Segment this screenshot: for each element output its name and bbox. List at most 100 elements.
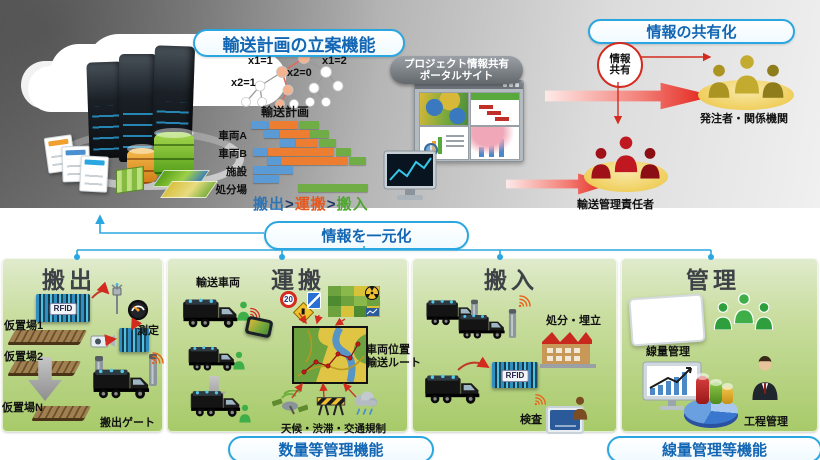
gantt-bar <box>268 148 334 156</box>
portal-map-tile <box>419 92 469 126</box>
tree-label-x2-1: x2=1 <box>231 77 256 89</box>
unify-label: 情報を一元化 <box>321 228 412 245</box>
dose-label: 線量管理 <box>646 346 690 358</box>
tablet-icon <box>628 293 706 347</box>
rain-cloud-icon <box>352 391 379 417</box>
portal-title-pill: プロジェクト情報共有 ポータルサイト <box>390 56 523 84</box>
rfid-container-icon: RFID <box>36 294 90 322</box>
dose-function-pill: 線量管理等機能 <box>607 436 820 460</box>
dose-function-label: 線量管理等機能 <box>661 442 767 459</box>
gate-icon <box>508 307 517 340</box>
gantt-row <box>205 121 420 130</box>
gantt-bar <box>253 166 293 174</box>
manager-label: 輸送管理責任者 <box>577 199 654 211</box>
truck-icon <box>92 366 156 400</box>
planning-title-pill: 輸送計画の立案機能 <box>193 29 405 57</box>
tree-label-x2-0: x2=0 <box>287 67 312 79</box>
gantt-bar <box>349 157 366 165</box>
truck-icon <box>182 296 244 329</box>
legend-transport: 運搬 <box>294 196 327 213</box>
rfid-container-icon <box>119 328 149 352</box>
gantt-bar <box>264 130 280 138</box>
yard1-label: 仮置場1 <box>4 320 44 332</box>
panel-title-management: 管理 <box>686 267 740 293</box>
bar-cylinders-icon <box>696 373 709 404</box>
speed-sign-value: 20 <box>284 295 293 304</box>
portal-title-line1: プロジェクト情報共有 <box>404 58 509 70</box>
gantt-bar <box>336 148 351 156</box>
rfid-tag-label: RFID <box>49 303 77 316</box>
tree-label-x1-1: x1=1 <box>248 55 273 67</box>
truck-icon <box>424 372 486 405</box>
documents-icon <box>79 155 109 193</box>
client-group-icon <box>698 52 794 110</box>
radiation-map-icon <box>328 286 380 317</box>
tree-label-x1-2: x1=2 <box>322 55 347 67</box>
speed-sign-icon: 20 <box>280 291 297 308</box>
gantt-row: 車両A <box>205 130 420 142</box>
gantt-row-label: 車両B <box>218 148 247 160</box>
manager-group-icon <box>584 132 668 192</box>
quantity-function-pill: 数量等管理機能 <box>228 436 434 460</box>
gantt-bar <box>253 148 268 156</box>
disposal-label: 処分・埋立 <box>546 315 601 327</box>
sharing-title-pill: 情報の共有化 <box>588 19 795 44</box>
gantt-row <box>205 157 420 166</box>
regulation-sign-icon <box>307 292 321 309</box>
gantt-bar <box>299 121 319 129</box>
sensor-icon <box>110 282 124 316</box>
portal-window-titlebar <box>415 81 523 89</box>
monitor-icon <box>383 150 439 202</box>
measure-label: 測定 <box>137 325 159 337</box>
panel-title-transport: 運搬 <box>271 267 325 293</box>
planning-title: 輸送計画の立案機能 <box>222 35 376 55</box>
gantt-row-label: 車両A <box>218 130 247 142</box>
route-map-icon <box>292 326 368 384</box>
gantt-row-label: 処分場 <box>215 184 248 196</box>
camera-icon <box>90 332 116 350</box>
barrier-icon <box>315 394 347 416</box>
share-bubble-line1: 情報 <box>609 53 631 65</box>
gantt-row <box>205 139 420 148</box>
process-label: 工程管理 <box>744 416 788 428</box>
satellite-icon <box>272 390 308 418</box>
person-icon <box>232 351 246 370</box>
worker-group-icon <box>712 302 734 330</box>
gantt-row-label: 施設 <box>226 166 247 178</box>
portal-graph-tile <box>470 126 520 160</box>
gantt-bar <box>267 157 281 165</box>
gantt-row: 施設 <box>205 166 420 178</box>
panel-title-carry-out: 搬出 <box>42 267 96 293</box>
yard2-label: 仮置場2 <box>4 351 44 363</box>
truck-icon <box>458 312 510 340</box>
bar-cylinders-icon <box>722 383 733 404</box>
panel-title-carry-in: 搬入 <box>484 267 538 293</box>
client-label: 発注者・関係機関 <box>700 113 788 125</box>
portal-window-icon <box>414 80 524 162</box>
gantt-bar <box>310 130 329 138</box>
inspector-icon <box>571 396 589 420</box>
gantt-bar <box>269 121 298 129</box>
person-icon <box>238 404 252 423</box>
legend-carry-out: 搬出 <box>253 196 286 213</box>
gantt-caption: 輸送計画 <box>261 105 310 119</box>
portal-schedule-tile <box>470 92 520 126</box>
worker-group-icon <box>753 302 775 330</box>
gantt-bar <box>253 175 279 183</box>
manager-icon <box>748 356 782 400</box>
unify-pill: 情報を一元化 <box>264 221 469 250</box>
map-label-2: 輸送ルート <box>366 357 421 369</box>
gantt-bar <box>280 139 296 147</box>
gantt-bar <box>298 184 368 192</box>
tree-diagram-icon <box>241 52 344 108</box>
gantt-row: 車両B <box>205 148 420 160</box>
wifi-icon <box>534 391 549 406</box>
map-label-1: 車両位置 <box>366 344 410 356</box>
sharing-title: 情報の共有化 <box>646 24 737 41</box>
wifi-icon <box>151 349 167 365</box>
gantt-bar <box>296 139 318 147</box>
gantt-row <box>205 175 420 184</box>
legend-separator: > <box>285 196 295 213</box>
gauge-icon <box>127 299 149 321</box>
